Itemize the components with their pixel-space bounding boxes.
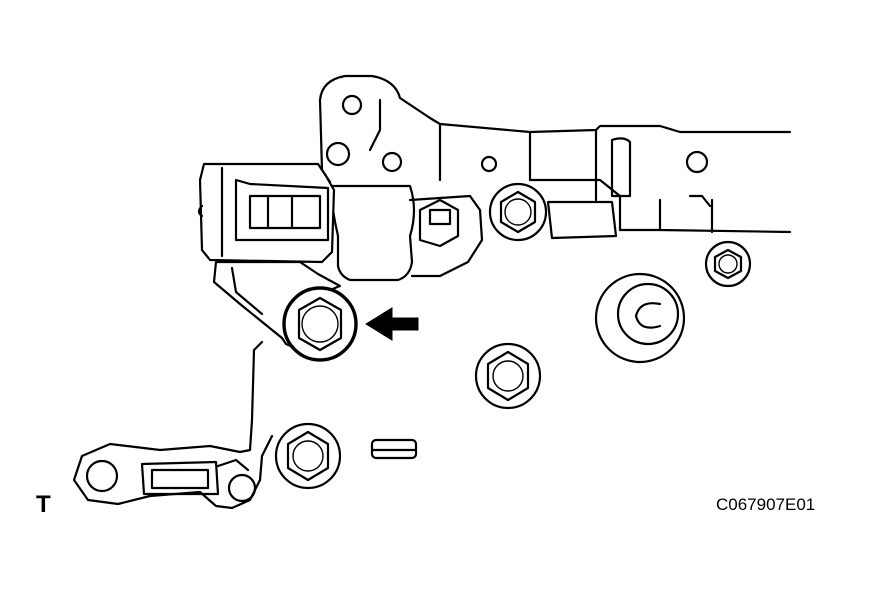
arrow-left-icon [365, 307, 419, 341]
valve-body-casing [318, 74, 792, 234]
highlighted-bolt [282, 286, 358, 362]
upper-bolt [488, 182, 548, 242]
view-label: T [36, 491, 51, 518]
speed-sensor-connector [197, 162, 336, 264]
right-small-bolt [704, 240, 752, 288]
middle-bolt [474, 342, 542, 410]
mounting-plate [72, 340, 274, 510]
locating-pin [370, 438, 418, 460]
round-plug [594, 272, 686, 364]
lower-bolt [274, 422, 342, 490]
figure-code: C067907E01 [716, 495, 816, 514]
solenoid-housing [328, 184, 618, 282]
